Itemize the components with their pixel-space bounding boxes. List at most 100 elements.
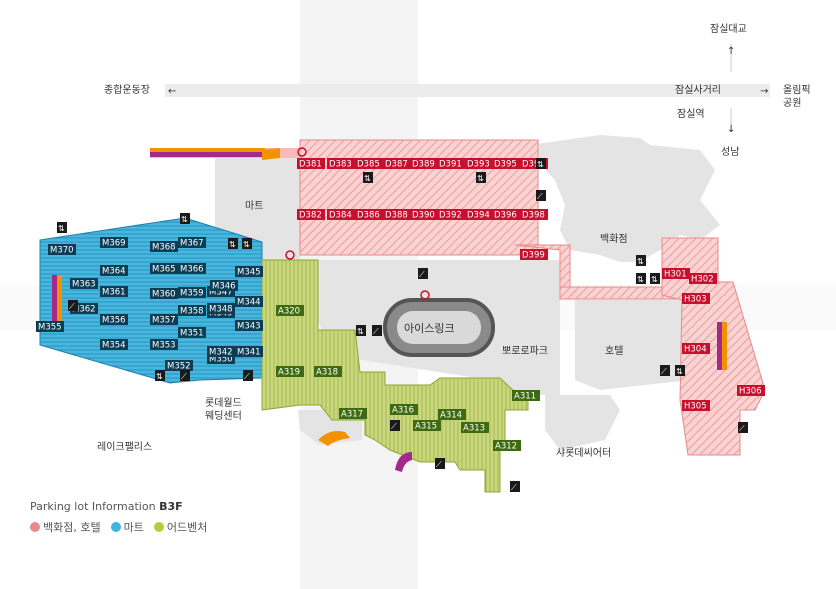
direction-east-2: 공원 [783,97,801,109]
svg-text:H301: H301 [664,270,687,280]
escalator-icon: ⟋ [738,422,748,433]
spot-label-d394: D394 [465,209,493,221]
svg-text:A315: A315 [415,422,437,432]
direction-east-1: 올림픽 [783,84,811,96]
svg-text:⇅: ⇅ [156,372,163,381]
spot-label-d383: D383 [327,158,355,170]
spot-label-d391: D391 [437,158,465,170]
escalator-icon: ⟋ [660,365,670,376]
svg-text:⟋: ⟋ [661,367,667,376]
svg-text:M368: M368 [152,243,176,253]
elevator-icon: ⇅ [675,365,685,376]
spot-label-m341: M341 [235,346,263,358]
escalator-icon: ⟋ [243,370,253,381]
spot-label-d381: D381 [297,158,325,170]
label-wedding-1: 롯데월드 [205,397,242,409]
legend-floor: B3F [159,500,183,513]
svg-text:H304: H304 [684,345,707,355]
svg-text:M359: M359 [180,289,204,299]
svg-text:⟋: ⟋ [181,372,187,381]
label-lake: 레이크팰리스 [97,441,152,453]
spot-label-d390: D390 [410,209,438,221]
spot-label-d385: D385 [355,158,383,170]
svg-text:D394: D394 [467,211,490,221]
svg-text:M345: M345 [237,268,261,278]
spot-label-m352: M352 [165,360,193,372]
svg-text:D396: D396 [494,211,517,221]
escalator-icon: ⟋ [180,370,190,381]
label-mart: 마트 [245,200,263,212]
svg-text:A314: A314 [440,411,462,421]
spot-label-m359: M359 [178,287,206,299]
svg-text:D398: D398 [522,211,545,221]
escalator-icon: ⟋ [435,458,445,469]
svg-text:M344: M344 [237,298,261,308]
spot-label-m362: M362 [70,303,98,315]
adventure-parking [261,259,529,493]
svg-text:A317: A317 [341,410,363,420]
legend-swatch-icon [110,522,121,532]
spot-label-h303: H303 [682,293,710,305]
spot-label-m356: M356 [100,314,128,326]
legend-label: 어드벤처 [166,521,208,534]
spot-label-a314: A314 [438,409,466,421]
spot-label-d398: D398 [520,209,548,221]
ice-rink: 아이스링크 [383,298,495,357]
svg-text:M357: M357 [152,316,176,326]
svg-text:D384: D384 [329,211,352,221]
elevator-icon: ⇅ [180,213,190,224]
svg-text:M363: M363 [72,280,96,290]
spot-label-d393: D393 [465,158,493,170]
svg-text:H303: H303 [684,295,707,305]
escalator-icon: ⟋ [536,190,546,201]
svg-text:M370: M370 [50,246,74,256]
elevator-icon: ⇅ [242,238,252,249]
svg-text:M341: M341 [237,348,261,358]
svg-text:D392: D392 [439,211,462,221]
spot-label-a315: A315 [413,420,441,432]
svg-text:M356: M356 [102,316,126,326]
direction-south: 성남 [721,146,739,158]
label-department: 백화점 [600,233,628,245]
spot-label-d384: D384 [327,209,355,221]
spot-label-m361: M361 [100,286,128,298]
direction-north: 잠실대교 [710,23,747,35]
svg-text:M346: M346 [212,282,236,292]
svg-text:A311: A311 [514,392,536,402]
svg-text:M350: M350 [209,355,233,365]
spot-label-m367: M367 [178,237,206,249]
spot-label-h306: H306 [737,385,765,397]
svg-text:D391: D391 [439,160,462,170]
escalator-icon: ⟋ [510,481,520,492]
elevator-icon: ⇅ [536,158,546,169]
svg-text:→: → [760,86,768,97]
legend-item: 백화점, 호텔 [30,519,101,535]
direction-center: 잠실사거리 [675,84,721,96]
spot-label-m365: M365 [150,263,178,275]
spot-label-m357: M357 [150,314,178,326]
spot-label-d389: D389 [410,158,438,170]
spot-label-m370: M370 [48,244,76,256]
spot-label-a311: A311 [512,390,540,402]
spot-label-a319: A319 [276,366,304,378]
spot-label-m344: M344 [235,296,263,308]
svg-text:⇅: ⇅ [637,257,644,266]
svg-text:⇅: ⇅ [537,160,544,169]
label-charlotte: 샤롯데씨어터 [556,447,611,459]
svg-text:A318: A318 [316,368,338,378]
elevator-icon: ⇅ [228,238,238,249]
svg-text:⟋: ⟋ [511,483,517,492]
direction-west: 종합운동장 [104,84,150,96]
spot-label-d396: D396 [492,209,520,221]
elevator-icon: ⇅ [155,370,165,381]
svg-text:⟋: ⟋ [373,327,379,336]
spot-label-a316: A316 [390,404,418,416]
spot-label-h302: H302 [689,273,717,285]
facility-icons: ⇅ ⇅ ⇅ ⟋ ⇅ ⇅ ⇅ ⇅ ⟋ ⟋ ⟋ ⇅ ⇅ ⟋ ⟋ ⟋ ⟋ ⟋ ⇅ ⇅ … [57,147,748,492]
legend-swatch-icon [30,522,40,532]
svg-text:⇅: ⇅ [651,275,658,284]
spot-label-d392: D392 [437,209,465,221]
ice-rink-label: 아이스링크 [404,322,455,335]
